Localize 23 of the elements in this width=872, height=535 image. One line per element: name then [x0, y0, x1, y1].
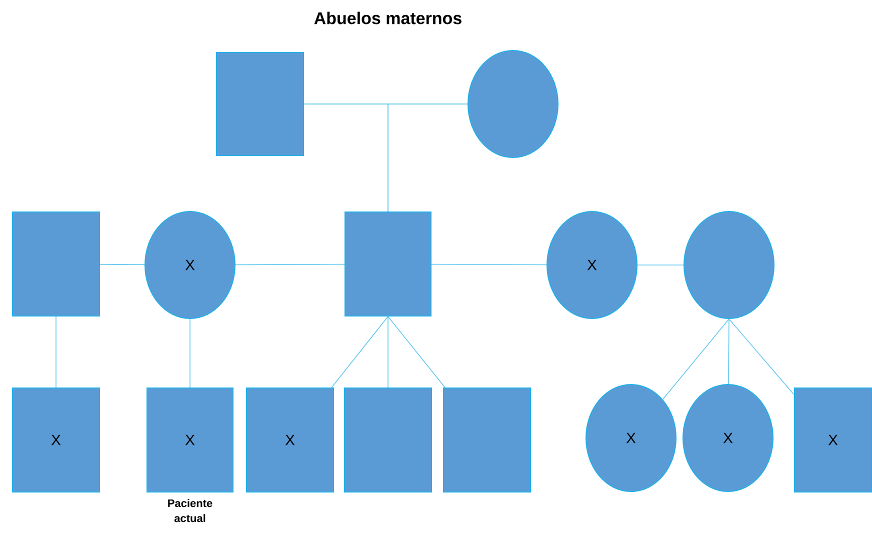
male-square: X — [246, 388, 334, 492]
connector-line — [388, 104, 468, 212]
male-square: X — [12, 388, 100, 492]
female-circle — [684, 211, 774, 319]
patient-caption: Paciente actual — [168, 499, 212, 522]
connector-line — [728, 318, 794, 396]
connector-line — [388, 316, 446, 388]
connector-line — [662, 318, 730, 400]
male-square — [443, 388, 531, 492]
connector-line — [100, 264, 145, 266]
female-circle — [468, 50, 558, 158]
title: Abuelos maternos — [314, 12, 462, 24]
connector-line — [637, 264, 684, 266]
connector-line — [728, 318, 730, 384]
male-square — [12, 212, 100, 316]
connector-line — [431, 264, 547, 266]
male-square: X — [146, 388, 234, 492]
male-square — [216, 52, 304, 156]
male-square: X — [794, 388, 872, 492]
connector-line — [235, 264, 345, 266]
connector-line — [331, 316, 388, 388]
male-square — [344, 212, 432, 316]
male-square — [344, 388, 432, 492]
